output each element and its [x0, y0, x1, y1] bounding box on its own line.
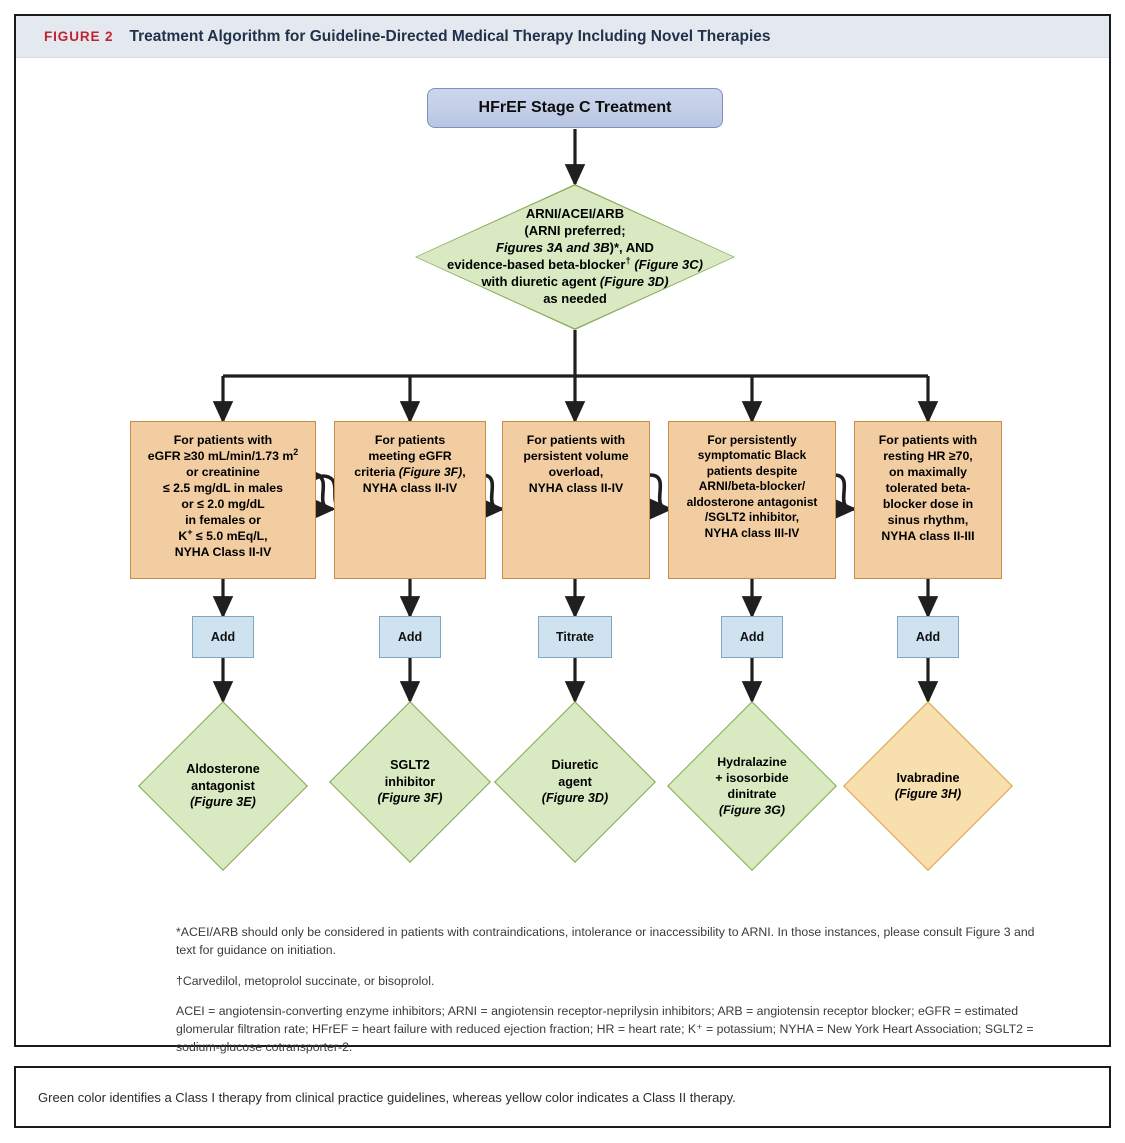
outcome-diamond-diuretic-label: Diuretic agent (Figure 3D): [541, 758, 609, 806]
outcome-diamond-ivabradine-label: Ivabradine (Figure 3H): [894, 770, 962, 801]
connector-layer: [212, 129, 939, 704]
figure-header: FIGURE 2 Treatment Algorithm for Guideli…: [16, 16, 1109, 58]
legend-panel: Green color identifies a Class I therapy…: [14, 1066, 1111, 1128]
figure-number-label: FIGURE 2: [44, 29, 114, 44]
outcome-diamond-aldosterone[interactable]: Aldosterone antagonist (Figure 3E): [138, 701, 308, 871]
footnote-asterisk: *ACEI/ARB should only be considered in p…: [176, 925, 1035, 957]
action-box-titrate[interactable]: Titrate: [538, 616, 612, 658]
action-box-add-4[interactable]: Add: [721, 616, 783, 658]
footnote-abbreviations: ACEI = angiotensin-converting enzyme inh…: [176, 1004, 1034, 1055]
outcome-diamond-hydralazine-inner: Hydralazine + isosorbide dinitrate (Figu…: [668, 702, 836, 870]
outcome-diamond-hydralazine-label: Hydralazine + isosorbide dinitrate (Figu…: [715, 754, 789, 818]
bidirectional-link-3: [629, 464, 673, 520]
criteria-box-hydralazine-label: For persistently symptomatic Black patie…: [686, 433, 818, 540]
figure-panel: FIGURE 2 Treatment Algorithm for Guideli…: [14, 14, 1113, 1054]
action-box-add-1[interactable]: Add: [192, 616, 254, 658]
criteria-box-hydralazine[interactable]: For persistently symptomatic Black patie…: [668, 421, 836, 579]
outcome-diamond-aldosterone-label: Aldosterone antagonist (Figure 3E): [186, 762, 260, 810]
decision-diamond-inner: ARNI/ACEI/ARB (ARNI preferred; Figures 3…: [416, 185, 734, 329]
criteria-box-ivabradine-label: For patients with resting HR ≥70, on max…: [878, 433, 978, 543]
action-box-add-5[interactable]: Add: [897, 616, 959, 658]
decision-diamond[interactable]: ARNI/ACEI/ARB (ARNI preferred; Figures 3…: [415, 184, 735, 330]
bidirectional-link-1: [292, 464, 336, 520]
outcome-diamond-diuretic[interactable]: Diuretic agent (Figure 3D): [494, 701, 656, 863]
footnote-dagger: †Carvedilol, metoprolol succinate, or bi…: [176, 973, 435, 988]
legend-caption: Green color identifies a Class I therapy…: [38, 1089, 736, 1105]
footnotes-block: *ACEI/ARB should only be considered in p…: [176, 924, 1056, 1057]
bidirectional-link-4: [813, 464, 857, 520]
action-box-add-2[interactable]: Add: [379, 616, 441, 658]
criteria-box-sglt2-label: For patients meeting eGFR criteria (Figu…: [354, 433, 466, 495]
criteria-box-ivabradine[interactable]: For patients with resting HR ≥70, on max…: [854, 421, 1002, 579]
root-node[interactable]: HFrEF Stage C Treatment: [427, 88, 723, 128]
action-box-add-4-label: Add: [739, 630, 765, 644]
criteria-box-diuretic[interactable]: For patients with persistent volume over…: [502, 421, 650, 579]
bidirectional-link-2: [461, 464, 505, 520]
action-box-titrate-label: Titrate: [556, 630, 594, 644]
action-box-add-5-label: Add: [915, 630, 941, 644]
outcome-diamond-sglt2-inner: SGLT2 inhibitor (Figure 3F): [330, 702, 490, 862]
outcome-diamond-sglt2-label: SGLT2 inhibitor (Figure 3F): [377, 758, 443, 806]
outcome-diamond-ivabradine-inner: Ivabradine (Figure 3H): [844, 702, 1012, 870]
action-box-add-1-label: Add: [210, 630, 236, 644]
outcome-diamond-sglt2[interactable]: SGLT2 inhibitor (Figure 3F): [329, 701, 491, 863]
outcome-diamond-ivabradine[interactable]: Ivabradine (Figure 3H): [843, 701, 1013, 871]
criteria-box-sglt2[interactable]: For patients meeting eGFR criteria (Figu…: [334, 421, 486, 579]
criteria-box-aldosterone[interactable]: For patients with eGFR ≥30 mL/min/1.73 m…: [130, 421, 316, 579]
criteria-box-aldosterone-label: For patients with eGFR ≥30 mL/min/1.73 m…: [147, 433, 299, 559]
root-node-label: HFrEF Stage C Treatment: [478, 98, 672, 116]
action-box-add-2-label: Add: [397, 630, 423, 644]
decision-diamond-label: ARNI/ACEI/ARB (ARNI preferred; Figures 3…: [447, 206, 703, 306]
outcome-diamond-hydralazine[interactable]: Hydralazine + isosorbide dinitrate (Figu…: [667, 701, 837, 871]
outcome-diamond-aldosterone-inner: Aldosterone antagonist (Figure 3E): [139, 702, 307, 870]
figure-title: Treatment Algorithm for Guideline-Direct…: [129, 27, 771, 45]
criteria-box-diuretic-label: For patients with persistent volume over…: [523, 433, 629, 495]
flowchart-canvas: HFrEF Stage C Treatment ARNI/ACEI/ARB (A…: [16, 58, 1113, 1047]
outcome-diamond-diuretic-inner: Diuretic agent (Figure 3D): [495, 702, 655, 862]
